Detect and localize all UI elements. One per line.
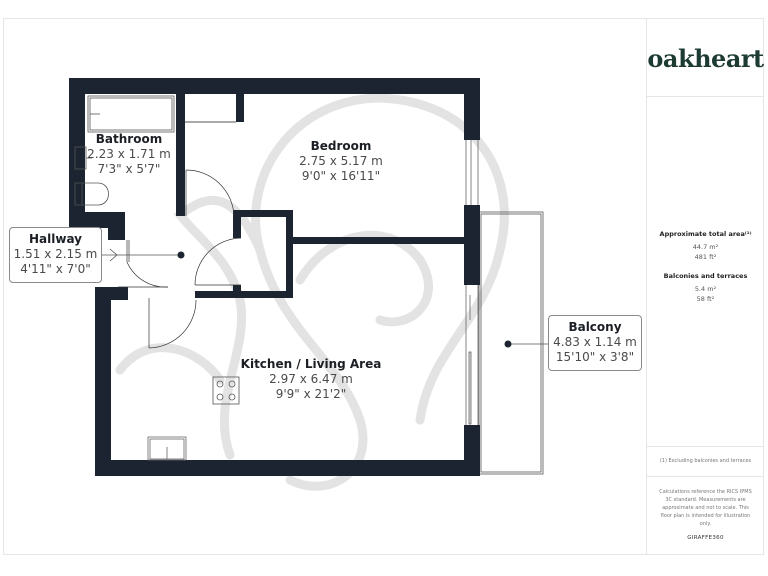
hallway-marker-icon: [177, 251, 185, 259]
doors: [118, 169, 242, 349]
disclaimer-line: only.: [699, 521, 712, 527]
room-label-kitchen-living: Kitchen / Living Area 2.97 x 6.47 m 9'9"…: [236, 356, 386, 402]
balconies-m2: 5.4 m²: [694, 285, 717, 293]
brand-logo: oakheart: [647, 44, 764, 73]
sink-icon: [74, 146, 92, 170]
room-metric: 2.23 x 1.71 m: [87, 147, 171, 161]
sidebar-divider: [647, 96, 764, 97]
room-imperial: 9'0" x 16'11": [301, 169, 381, 183]
sidebar-divider: [647, 476, 764, 477]
hob-icon: [212, 376, 240, 405]
room-imperial: 9'9" x 21'2": [275, 387, 347, 401]
callout-leaders: [100, 248, 550, 345]
callout-metric: 1.51 x 2.15 m: [13, 247, 98, 261]
room-label-bedroom: Bedroom 2.75 x 5.17 m 9'0" x 16'11": [286, 138, 396, 184]
total-area-ft2: 481 ft²: [694, 253, 717, 261]
toilet-icon: [74, 182, 109, 206]
sidebar-divider: [647, 446, 764, 447]
callout-hallway: Hallway 1.51 x 2.15 m 4'11" x 7'0": [9, 227, 102, 283]
room-name: Bedroom: [310, 139, 372, 153]
bathtub-icon: [87, 95, 175, 133]
room-imperial: 7'3" x 5'7": [97, 162, 161, 176]
total-area-title: Approximate total area⁽¹⁾: [659, 230, 752, 238]
balconies-title: Balconies and terraces: [663, 272, 748, 280]
footnote: (1) Excluding balconies and terraces: [659, 458, 752, 464]
callout-imperial: 15'10" x 3'8": [555, 350, 635, 364]
disclaimer-line: Calculations reference the RICS IPMS: [659, 489, 752, 495]
callout-metric: 4.83 x 1.14 m: [553, 335, 637, 349]
total-area-block: Approximate total area⁽¹⁾ 44.7 m² 481 ft…: [647, 230, 764, 262]
disclaimer-line: floor plan is intended for illustration: [660, 513, 751, 519]
page-frame: [3, 18, 764, 555]
callout-balcony: Balcony 4.83 x 1.14 m 15'10" x 3'8": [548, 315, 642, 371]
callout-name: Hallway: [28, 232, 82, 246]
room-label-bathroom: Bathroom 2.23 x 1.71 m 7'3" x 5'7": [82, 131, 176, 177]
floor-plan: [69, 78, 550, 491]
walls: [69, 78, 480, 476]
disclaimer-line: 3C standard. Measurements are: [665, 497, 746, 503]
giraffe-brand: GIRAFFE360: [687, 535, 724, 541]
disclaimer-line: approximate and not to scale. This: [662, 505, 749, 511]
callout-name: Balcony: [568, 320, 622, 334]
room-name: Kitchen / Living Area: [240, 357, 382, 371]
callout-imperial: 4'11" x 7'0": [20, 262, 91, 276]
room-metric: 2.97 x 6.47 m: [269, 372, 353, 386]
balconies-block: Balconies and terraces 5.4 m² 58 ft²: [647, 272, 764, 304]
kitchen-sink-icon: [147, 436, 187, 461]
total-area-m2: 44.7 m²: [692, 243, 719, 251]
info-sidebar: oakheart Approximate total area⁽¹⁾ 44.7 …: [646, 18, 764, 555]
room-name: Bathroom: [95, 132, 163, 146]
disclaimer: Calculations reference the RICS IPMS 3C …: [653, 488, 758, 528]
windows: [465, 140, 479, 425]
balcony-outline: [478, 211, 544, 475]
room-metric: 2.75 x 5.17 m: [299, 154, 383, 168]
balconies-ft2: 58 ft²: [696, 295, 715, 303]
balcony-marker-icon: [504, 340, 512, 348]
